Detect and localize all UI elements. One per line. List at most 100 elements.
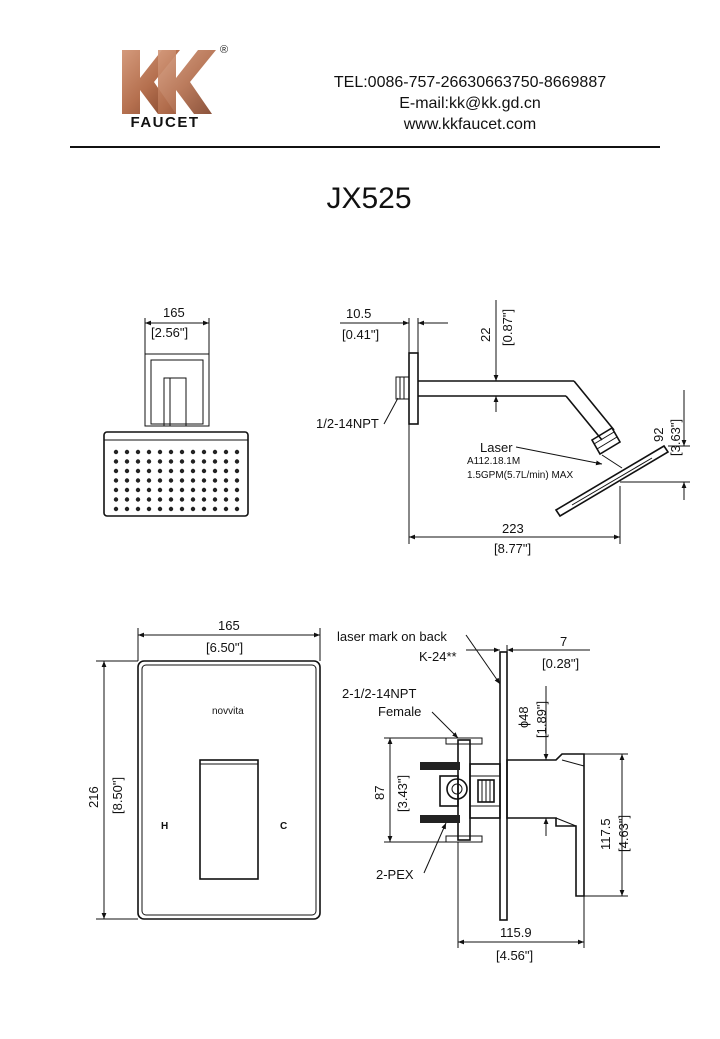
spray-nozzle — [179, 478, 185, 483]
plate-width-mm: 165 — [218, 618, 240, 633]
spray-nozzle — [234, 459, 240, 464]
spray-nozzle — [234, 506, 240, 512]
spray-nozzle — [157, 487, 163, 493]
handle-mm: 117.5 — [598, 818, 613, 850]
valve-side-view: laser mark on back K-24** 7 [0.28"] 2-1/… — [337, 629, 631, 963]
spray-nozzle — [157, 478, 163, 483]
spray-nozzle — [234, 487, 240, 493]
spray-nozzle — [179, 487, 185, 493]
spray-nozzle — [113, 459, 119, 464]
spray-nozzle — [201, 449, 207, 455]
spray-nozzle — [201, 497, 207, 502]
spray-nozzle — [212, 459, 218, 464]
flange-mm: 10.5 — [346, 306, 371, 321]
website-text: www.kkfaucet.com — [403, 116, 537, 133]
spray-nozzle — [135, 468, 141, 474]
spray-nozzle — [223, 459, 229, 464]
cold-label: C — [280, 821, 287, 832]
spray-nozzle — [135, 478, 141, 483]
spray-nozzle — [146, 449, 152, 455]
spray-nozzle — [223, 468, 229, 474]
spray-nozzle — [168, 506, 174, 512]
spray-nozzle — [179, 497, 185, 502]
tel-text: TEL:0086-757-26630663750-8669887 — [333, 74, 607, 91]
spray-nozzle — [234, 449, 240, 455]
spray-nozzle — [212, 487, 218, 493]
spray-nozzle — [234, 468, 240, 474]
spray-nozzle — [146, 497, 152, 502]
body-mm: 87 — [372, 786, 387, 800]
header-rule — [70, 146, 660, 148]
spray-nozzle — [113, 449, 119, 455]
laser-flow: 1.5GPM(5.7L/min) MAX — [467, 470, 573, 481]
trim-plate-front-view: novvita H C 165 [6.50"] 216 [8.50"] — [86, 618, 321, 920]
plate-height-in: [8.50"] — [110, 777, 125, 814]
plate-height-mm: 216 — [86, 786, 101, 808]
reach-mm: 223 — [502, 521, 524, 536]
spray-nozzle — [124, 497, 130, 502]
kk-logo-icon — [122, 50, 216, 114]
spray-nozzle — [146, 468, 152, 474]
spray-nozzle — [201, 487, 207, 493]
spray-nozzle — [201, 459, 207, 464]
showerhead-front-view: 165 [2.56"] — [103, 305, 249, 517]
spray-nozzle — [223, 449, 229, 455]
spray-nozzle — [212, 506, 218, 512]
spray-nozzle — [190, 468, 196, 474]
spray-nozzle — [124, 449, 130, 455]
spray-nozzle — [146, 506, 152, 512]
spray-nozzle — [113, 506, 119, 512]
plate-thick-mm: 7 — [560, 634, 567, 649]
spray-nozzle — [124, 506, 130, 512]
spray-nozzle — [179, 468, 185, 474]
plate-width-in: [6.50"] — [206, 640, 243, 655]
laser-mark-label: laser mark on back — [337, 629, 447, 644]
spray-nozzle — [223, 497, 229, 502]
laser-title: Laser — [480, 440, 513, 455]
spray-nozzle — [124, 468, 130, 474]
spray-nozzle — [212, 449, 218, 455]
spray-nozzle — [146, 459, 152, 464]
spray-nozzle — [157, 497, 163, 502]
handle-in: [4.63"] — [616, 815, 631, 852]
laser-mark-code: K-24** — [419, 649, 457, 664]
spray-nozzle — [212, 478, 218, 483]
spray-nozzle — [113, 487, 119, 493]
plate-thick-in: [0.28"] — [542, 656, 579, 671]
spray-nozzle — [201, 478, 207, 483]
depth-mm: 115.9 — [500, 925, 532, 940]
flange-in: [0.41"] — [342, 327, 379, 342]
plate-brand: novvita — [212, 706, 244, 717]
spray-nozzle — [157, 449, 163, 455]
spray-nozzle — [146, 478, 152, 483]
reach-in: [8.77"] — [494, 541, 531, 556]
spray-nozzle — [223, 487, 229, 493]
hot-label: H — [161, 821, 168, 832]
spray-nozzle — [179, 506, 185, 512]
spray-nozzle — [190, 497, 196, 502]
spray-nozzle — [223, 506, 229, 512]
spray-nozzle — [135, 497, 141, 502]
body-in: [3.43"] — [395, 775, 410, 812]
spray-nozzle — [179, 459, 185, 464]
spray-nozzle — [179, 449, 185, 455]
inlet-label: 2-1/2-14NPT — [342, 686, 416, 701]
spray-nozzle — [124, 459, 130, 464]
spray-nozzle — [135, 449, 141, 455]
arm-height-in: [0.87"] — [500, 309, 515, 346]
spray-nozzle — [135, 506, 141, 512]
spray-nozzle — [135, 487, 141, 493]
spray-nozzle — [168, 497, 174, 502]
spray-nozzle — [124, 487, 130, 493]
spray-nozzle — [168, 449, 174, 455]
spray-nozzle — [234, 497, 240, 502]
spray-nozzles — [113, 449, 240, 512]
spray-nozzle — [201, 506, 207, 512]
spray-nozzle — [190, 478, 196, 483]
logo-wordmark: FAUCET — [130, 114, 200, 131]
email-text: E-mail:kk@kk.gd.cn — [399, 95, 541, 112]
registered-mark: ® — [220, 44, 229, 56]
spray-nozzle — [157, 506, 163, 512]
spray-nozzle — [157, 459, 163, 464]
